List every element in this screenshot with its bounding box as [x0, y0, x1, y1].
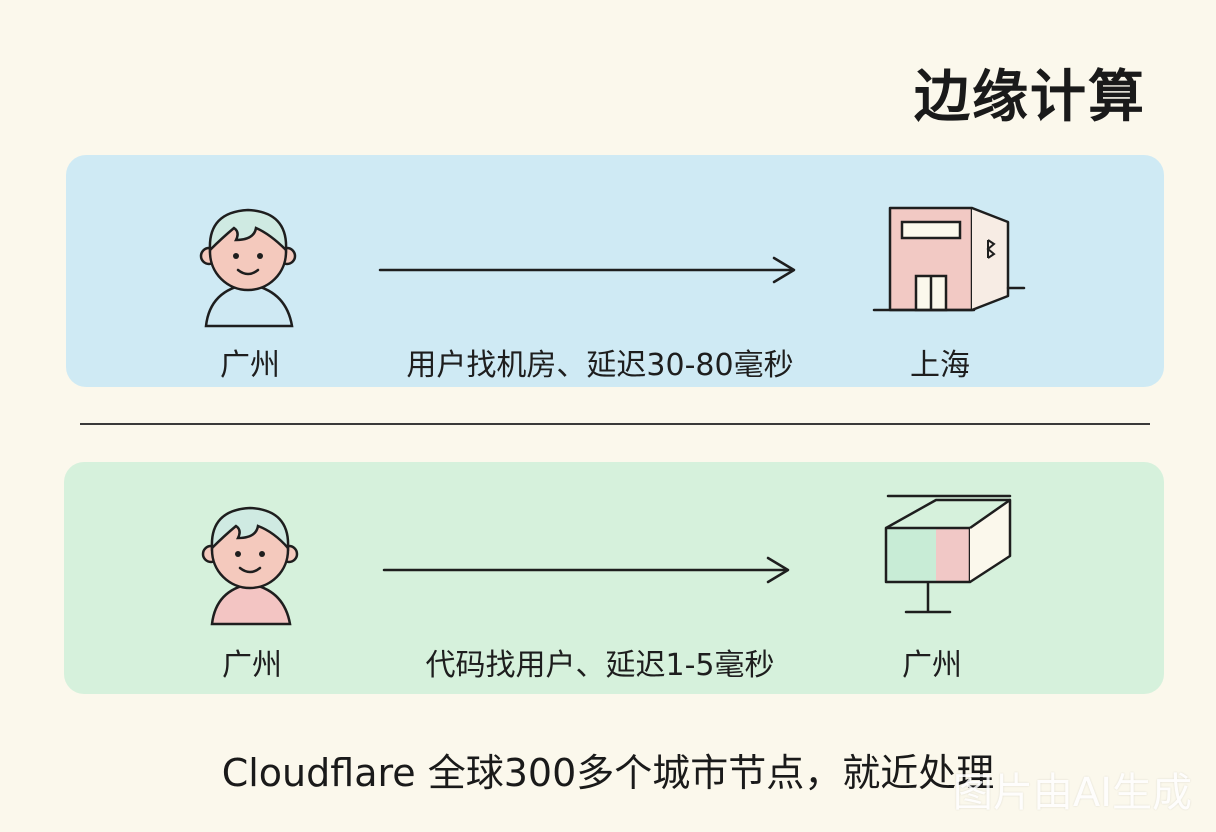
path-description-label: 代码找用户、延迟1-5毫秒 — [425, 648, 775, 683]
footer-caption: Cloudflare 全球300多个城市节点，就近处理 — [221, 751, 995, 795]
arrow-right-icon — [378, 256, 796, 284]
arrow-right-icon — [382, 556, 790, 584]
building-icon — [872, 206, 1026, 312]
user-avatar-icon — [201, 506, 299, 626]
user-avatar-icon — [199, 208, 297, 328]
user-location-label: 广州 — [220, 348, 280, 383]
destination-location-label: 广州 — [902, 648, 962, 683]
page-title: 边缘计算 — [914, 65, 1146, 130]
section-divider — [80, 423, 1150, 425]
edge-server-icon — [884, 494, 1012, 614]
ai-generated-watermark: 图片由AI生成 — [952, 770, 1192, 816]
destination-location-label: 上海 — [910, 348, 970, 383]
path-description-label: 用户找机房、延迟30-80毫秒 — [406, 348, 794, 383]
user-location-label: 广州 — [222, 648, 282, 683]
